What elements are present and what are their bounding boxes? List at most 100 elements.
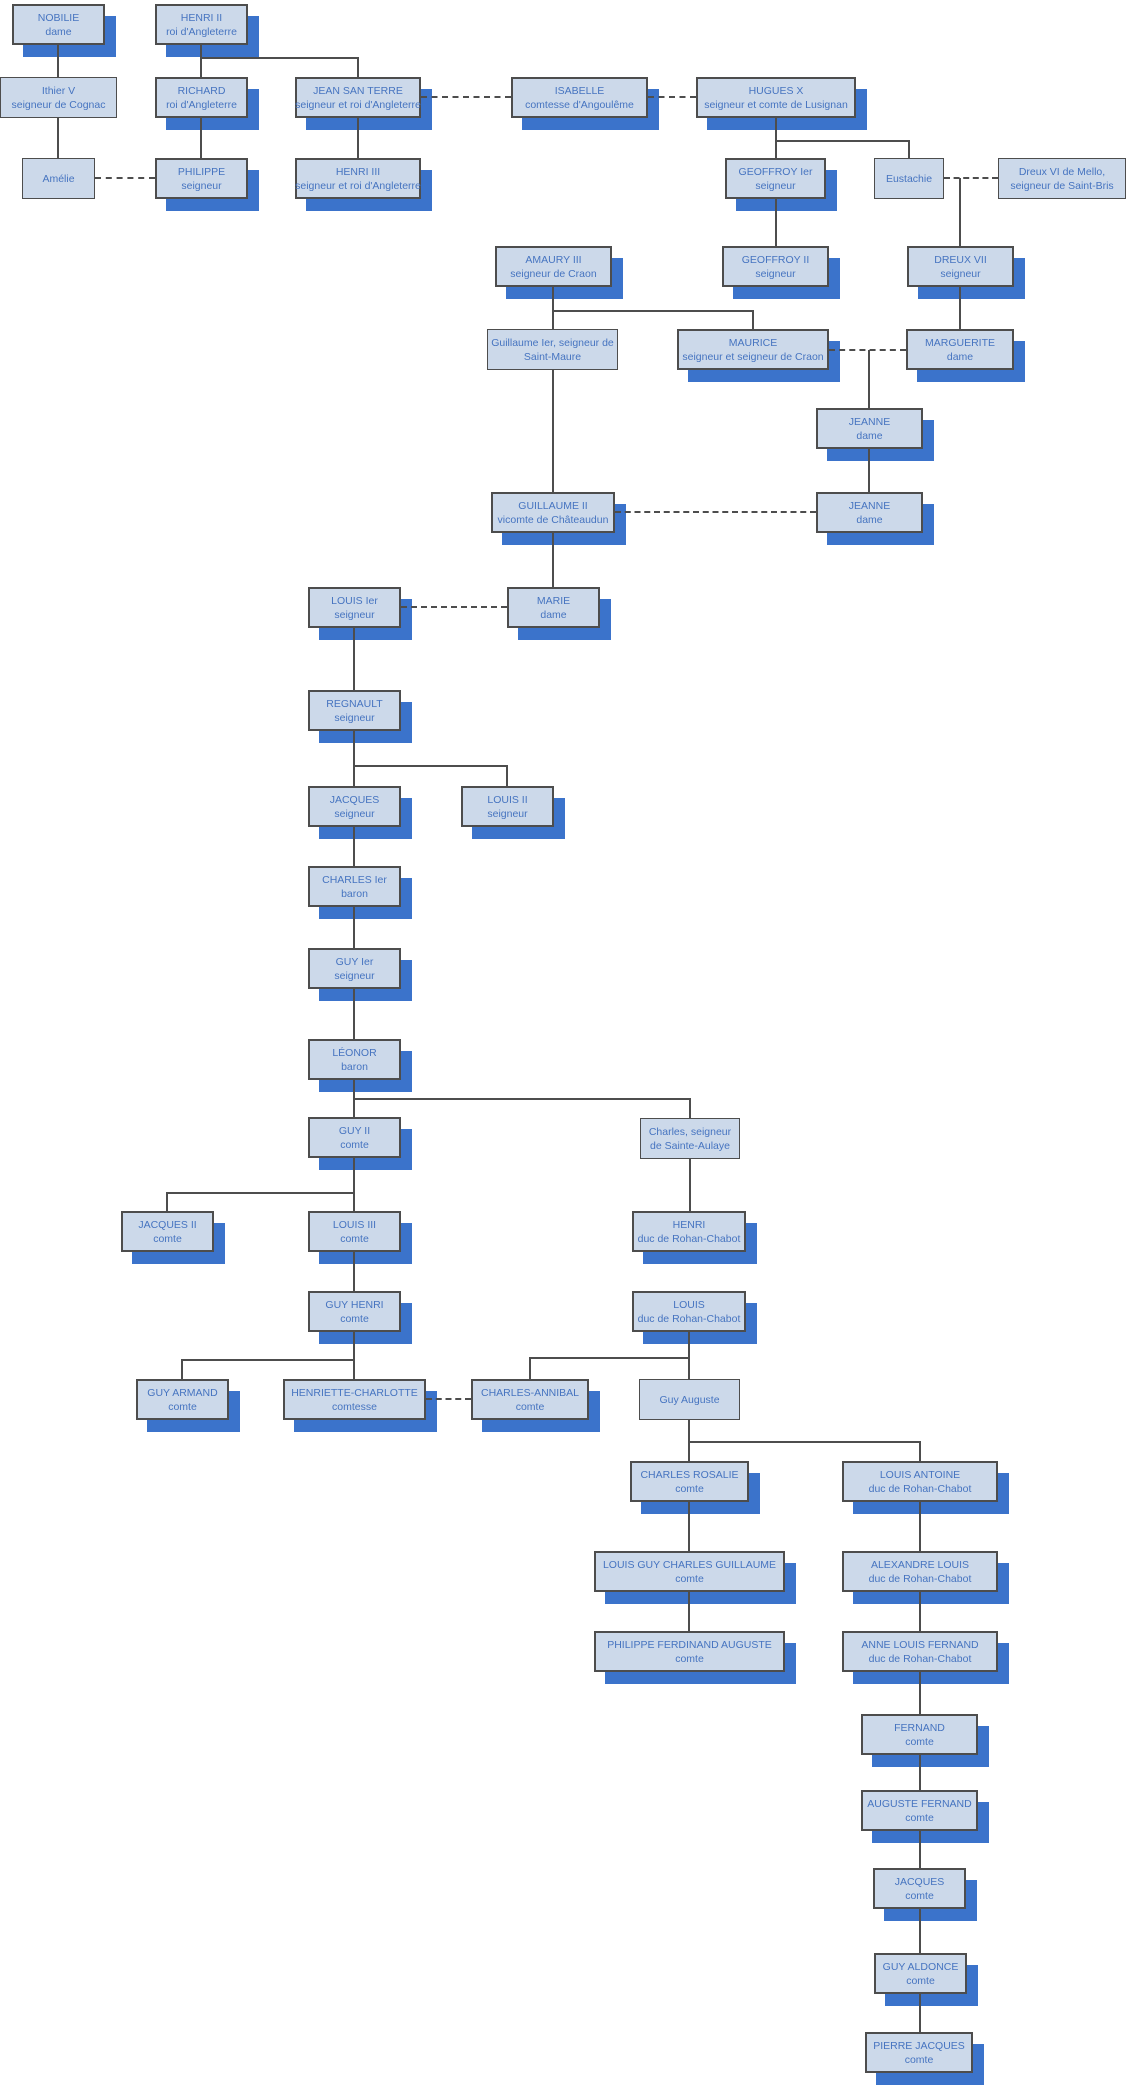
connector-line xyxy=(181,1359,355,1361)
connector-line xyxy=(959,287,961,330)
person-title: seigneur xyxy=(181,179,222,192)
person-name: MARIE xyxy=(536,594,571,607)
connector-line xyxy=(868,449,870,493)
person-title: dame xyxy=(45,25,72,38)
connector-line xyxy=(908,141,910,159)
person-title: comte xyxy=(675,1572,704,1585)
person-name: GEOFFROY II xyxy=(741,253,810,266)
person-name: JACQUES xyxy=(894,1875,945,1888)
connector-line xyxy=(200,57,359,59)
person-dreux-vi[interactable]: Dreux VI de Mello,seigneur de Saint-Bris xyxy=(998,158,1126,199)
person-eustachie[interactable]: Eustachie xyxy=(874,158,944,199)
person-title: seigneur de Cognac xyxy=(11,98,106,111)
person-name: GUILLAUME II xyxy=(518,499,588,512)
connector-line xyxy=(919,1994,921,2033)
person-title: comtesse d'Angoulême xyxy=(525,98,634,111)
person-title: baron xyxy=(341,1060,368,1073)
person-title: seigneur xyxy=(755,179,796,192)
connector-line xyxy=(181,1360,183,1380)
person-title: seigneur et comte de Lusignan xyxy=(704,98,848,111)
person-title: comte xyxy=(515,1400,545,1413)
connector-line xyxy=(752,311,754,330)
person-name: GUY HENRI xyxy=(325,1298,384,1311)
person-amelie[interactable]: Amélie xyxy=(22,158,95,199)
person-title: seigneur de Saint-Bris xyxy=(1010,179,1114,192)
person-name: PHILIPPE FERDINAND AUGUSTE xyxy=(607,1638,772,1651)
connector-line xyxy=(552,533,554,588)
person-guy-auguste[interactable]: Guy Auguste xyxy=(639,1379,740,1420)
person-name: GUY ALDONCE xyxy=(882,1960,959,1973)
person-title: baron xyxy=(341,887,368,900)
person-title: roi d'Angleterre xyxy=(166,98,237,111)
person-title: comte xyxy=(906,1974,935,1987)
marriage-dashed-line xyxy=(944,177,998,179)
person-name: AUGUSTE FERNAND xyxy=(867,1797,972,1810)
person-title: comte xyxy=(905,1811,934,1824)
person-title: seigneur xyxy=(755,267,796,280)
person-name: LOUIS Ier xyxy=(331,594,378,607)
person-name: MARGUERITE xyxy=(924,336,995,349)
person-title: comte xyxy=(675,1652,704,1665)
marriage-dashed-line xyxy=(829,349,906,351)
connector-line xyxy=(166,1193,168,1212)
person-title: comtesse xyxy=(332,1400,377,1413)
person-title: comte xyxy=(340,1232,369,1245)
person-name: LOUIS xyxy=(673,1298,705,1311)
person-name: JACQUES II xyxy=(138,1218,197,1231)
person-name: JEANNE xyxy=(848,415,891,428)
connector-line xyxy=(353,827,355,867)
connector-line xyxy=(506,766,508,787)
person-name: MAURICE xyxy=(728,336,778,349)
marriage-dashed-line xyxy=(615,511,816,513)
connector-line xyxy=(919,1442,921,1462)
